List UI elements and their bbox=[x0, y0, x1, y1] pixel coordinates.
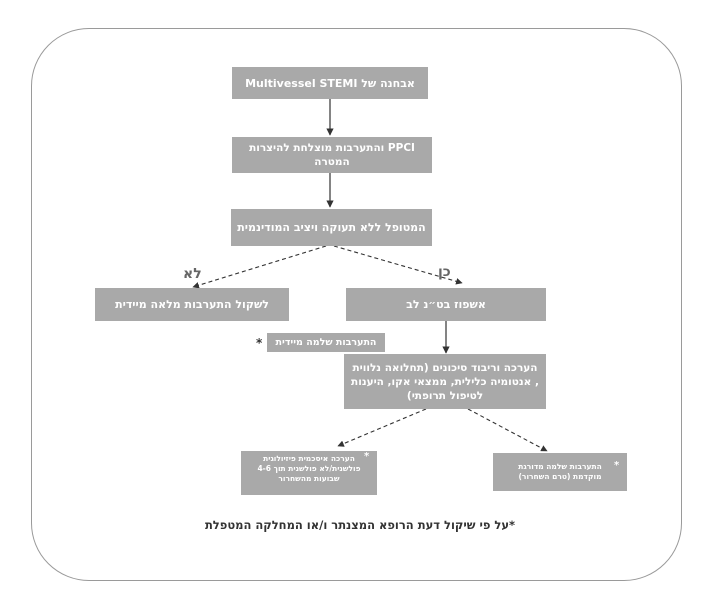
label-no: לא bbox=[183, 266, 202, 282]
footnote: *על פי שיקול דעת הרופא המצנתר ו/או המחלק… bbox=[204, 518, 516, 532]
box-staged-intervention: התערבות שלמה מדורגת מוקדמת (טרם השחרור) bbox=[493, 453, 627, 491]
box-risk-assessment: הערכה וריבוד סיכונים (תחלואה נלווית , אנ… bbox=[344, 354, 546, 409]
box-diagnosis: אבחנה של Multivessel STEMI bbox=[232, 67, 428, 99]
box-cardiac-admission: אשפוז בט״נ לב bbox=[346, 288, 546, 321]
box-consider-immediate: לשקול התערבות מלאה מיידית bbox=[95, 288, 289, 321]
left-leaf-asterisk: * bbox=[364, 451, 370, 462]
label-yes: כן bbox=[438, 264, 451, 280]
right-leaf-asterisk: * bbox=[614, 460, 620, 471]
box-ischemic-evaluation: הערכה איסכמית פיזיולוגית פולשנית/לא פולש… bbox=[241, 451, 377, 495]
box-stable-patient: המטופל ללא תעוקה ויציב המודינמית bbox=[231, 209, 432, 246]
asterisk-marker: * bbox=[256, 336, 263, 350]
box-immediate-complete: התערבות שלמה מיידית bbox=[267, 333, 385, 352]
box-ppci: PPCI והתערבות מוצלחת להיצרות המטרה bbox=[232, 137, 432, 173]
